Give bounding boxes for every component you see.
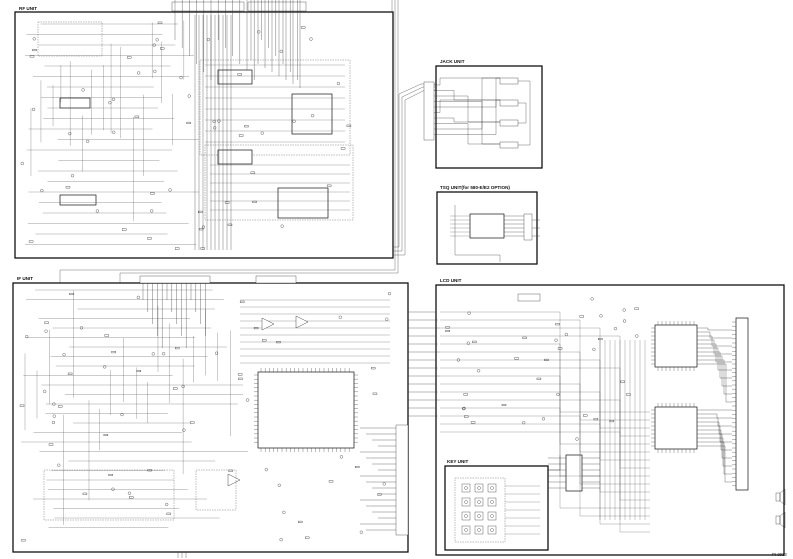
rf-unit-title: RF UNIT xyxy=(19,6,37,11)
tsq-unit-title: TSQ UNIT(for 580-E/E2 OPTION) xyxy=(440,185,510,190)
rf-top-bus xyxy=(171,0,307,88)
rf-ic-5 xyxy=(59,97,91,109)
if-to-lcd-cable xyxy=(408,311,440,417)
lcd-driver-ic-1 xyxy=(654,324,698,368)
tsq-ic xyxy=(469,213,505,239)
lcd-panel-connector xyxy=(735,317,749,491)
if-unit-title: IF UNIT xyxy=(17,276,33,281)
lcd-unit-frame xyxy=(435,284,785,556)
rf-ic-6 xyxy=(59,194,97,206)
rf-ic-4 xyxy=(277,187,329,219)
lcd-driver-ic-2 xyxy=(654,406,698,450)
key-unit-frame xyxy=(444,465,549,551)
lcd-unit-title: LCD UNIT xyxy=(440,278,462,283)
jack-unit-circuitry xyxy=(423,77,531,149)
lcd-logic-ic xyxy=(565,454,583,492)
rf-ic-1 xyxy=(217,69,253,85)
lcd-unit-circuitry xyxy=(440,293,749,533)
if-unit-frame xyxy=(12,282,409,553)
page-code: PI-0033 xyxy=(772,552,787,557)
rf-ic-3 xyxy=(291,93,333,135)
jack-unit-title: JACK UNIT xyxy=(440,59,465,64)
speaker-icon xyxy=(775,488,786,529)
if-unit-circuitry xyxy=(19,275,409,542)
rf-unit-frame xyxy=(14,11,394,259)
jack-unit-frame xyxy=(435,65,543,169)
rf-to-jack-cable xyxy=(59,0,436,283)
key-unit-title: KEY UNIT xyxy=(447,459,469,464)
if-bottom-leads xyxy=(177,552,187,558)
rf-unit-circuitry xyxy=(20,15,354,250)
if-main-cpu xyxy=(257,371,355,449)
key-unit-circuitry xyxy=(454,455,561,543)
tsq-unit-circuitry xyxy=(450,205,540,262)
rf-ic-2 xyxy=(217,149,253,165)
